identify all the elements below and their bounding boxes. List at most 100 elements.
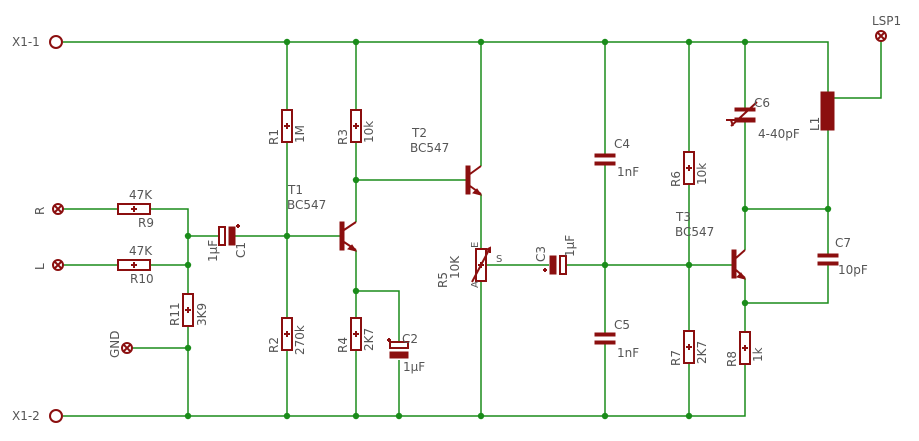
connector-lsp1: LSP1 <box>872 14 901 42</box>
capacitor-c7: C7 10pF <box>817 236 868 277</box>
capacitor-plate-filled <box>549 255 557 275</box>
junction-dot <box>601 412 609 420</box>
transistor-t2: T2 BC547 <box>410 126 483 196</box>
component-value: 10K <box>448 255 462 279</box>
pad-cross-icon <box>122 343 132 353</box>
component-value: 10k <box>362 121 376 143</box>
component-name: C5 <box>614 318 630 332</box>
ground-rail-bottom <box>63 364 746 417</box>
wire-l1-to-lsp1 <box>834 40 882 99</box>
pad-icon <box>121 342 133 354</box>
connector-l: L <box>33 259 64 271</box>
junctions <box>184 38 832 420</box>
resistor-body <box>182 293 194 327</box>
resistor-r6: R6 10k <box>669 151 709 187</box>
capacitor-plate-filled <box>389 351 409 359</box>
capacitor-plate-filled <box>594 332 616 337</box>
junction-dot <box>184 412 192 420</box>
junction-dot <box>184 261 192 269</box>
component-name: T3 <box>675 210 691 224</box>
supply-rail-top <box>63 41 829 92</box>
component-name: R10 <box>130 272 154 286</box>
capacitor-c2: C2 1µF <box>387 332 425 374</box>
capacitor-plate <box>559 255 567 275</box>
junction-dot <box>395 412 403 420</box>
pin-label-a: A <box>470 281 481 288</box>
wires <box>62 40 882 417</box>
pad-cross-icon <box>53 204 63 214</box>
polarity-plus-icon <box>387 338 391 342</box>
connector-label: X1-1 <box>12 35 40 49</box>
wire-c2 <box>356 290 400 342</box>
junction-dot <box>741 205 749 213</box>
junction-dot <box>685 38 693 46</box>
resistor-r10: 47K R10 <box>117 244 154 286</box>
plus-marker-icon <box>131 206 137 212</box>
component-value: 47K <box>129 188 153 202</box>
junction-dot <box>601 261 609 269</box>
transistor-collector-lead <box>469 165 482 175</box>
plus-marker-icon <box>686 165 692 171</box>
plus-marker-icon <box>185 307 191 313</box>
connector-x1-2: X1-2 <box>12 409 63 423</box>
pad-icon <box>52 203 64 215</box>
junction-dot <box>741 299 749 307</box>
junction-dot <box>352 287 360 295</box>
component-type: BC547 <box>287 198 326 212</box>
wire-r9-out <box>150 208 189 236</box>
component-name: C1 <box>234 242 248 258</box>
component-name: R4 <box>336 337 350 353</box>
component-name: R2 <box>267 337 281 353</box>
component-value: 1M <box>293 125 307 143</box>
emitter-arrow-icon <box>347 244 358 252</box>
pad-cross-icon <box>53 260 63 270</box>
component-name: R6 <box>669 171 683 187</box>
potentiometer-body <box>475 248 487 282</box>
connector-x1-1: X1-1 <box>12 35 63 49</box>
resistor-r3: R3 10k <box>336 109 376 145</box>
resistor-body <box>350 317 362 351</box>
component-name: C3 <box>534 246 548 262</box>
component-name: R7 <box>669 350 683 366</box>
connector-r: R <box>33 203 64 215</box>
wire-c7-top <box>745 208 829 254</box>
junction-dot <box>283 38 291 46</box>
emitter-arrow-icon <box>472 188 483 196</box>
component-value: 47K <box>129 244 153 258</box>
component-name: L1 <box>808 117 822 131</box>
component-type: BC547 <box>675 225 714 239</box>
component-value: 1µF <box>206 240 220 262</box>
component-value: 1nF <box>617 165 639 179</box>
component-name: R3 <box>336 129 350 145</box>
junction-dot <box>477 38 485 46</box>
component-name: T1 <box>287 183 303 197</box>
resistor-body <box>281 317 293 351</box>
junction-dot <box>352 176 360 184</box>
resistor-body <box>281 109 293 143</box>
emitter-arrow-icon <box>736 272 747 280</box>
connector-gnd: GND <box>108 330 133 358</box>
component-name: T2 <box>411 126 427 140</box>
connector-label: R <box>33 207 47 215</box>
junction-dot <box>184 344 192 352</box>
pin-label-s: S <box>496 254 502 265</box>
capacitor-plate <box>389 341 409 349</box>
transistor-collector-lead <box>735 249 746 259</box>
pad-cross-icon <box>876 31 886 41</box>
capacitor-c3: C3 1µF <box>534 235 577 275</box>
resistor-body <box>350 109 362 143</box>
component-value: 2K7 <box>695 341 709 364</box>
resistor-body <box>117 259 151 271</box>
trimmer-arrow-icon <box>726 101 758 127</box>
plus-marker-icon <box>284 331 290 337</box>
component-value: 10pF <box>838 263 868 277</box>
transistor-base-bar <box>465 165 471 195</box>
junction-dot <box>741 38 749 46</box>
component-value: 4-40pF <box>758 127 800 141</box>
junction-dot <box>685 261 693 269</box>
capacitor-c4: C4 1nF <box>594 137 639 179</box>
transistor-base-bar <box>731 249 737 279</box>
transistor-t1: T1 BC547 <box>287 183 358 252</box>
inductor-l1: L1 <box>808 91 835 131</box>
wire-c7-bottom <box>745 265 829 304</box>
